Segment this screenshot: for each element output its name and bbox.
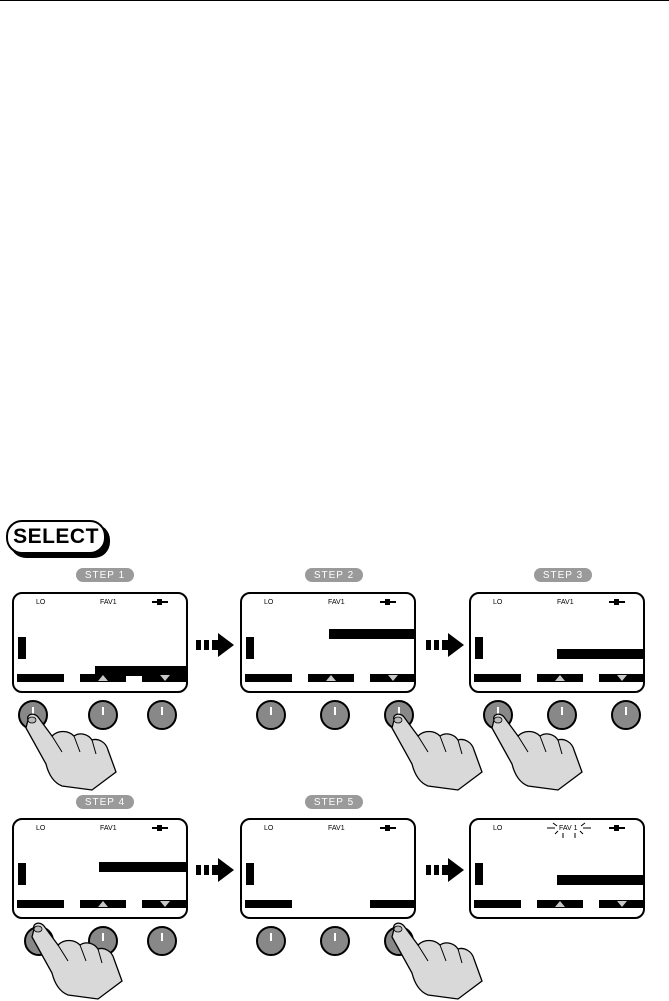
softkey-up [537, 900, 583, 908]
down-arrow-icon [617, 901, 627, 907]
step-3-pill: STEP 3 [534, 568, 592, 582]
screen-step-1: LO FAV1 [12, 592, 188, 693]
up-arrow-icon [98, 901, 108, 907]
highlight-bar [99, 862, 188, 872]
softkey-up [308, 674, 354, 682]
softkey-left [17, 674, 64, 682]
up-arrow-icon [555, 675, 565, 681]
cursor-block [18, 863, 26, 885]
pressing-hand-icon [22, 712, 118, 792]
down-arrow-icon [617, 675, 627, 681]
cursor-block [18, 637, 26, 659]
cursor-block [246, 637, 254, 659]
softkey-left [17, 900, 64, 908]
select-badge: SELECT [6, 520, 106, 554]
softkey-down [370, 674, 415, 682]
softkey-left [474, 674, 521, 682]
softkey-up [537, 674, 583, 682]
knob-3 [147, 700, 177, 730]
select-label: SELECT [13, 525, 99, 549]
step-2-pill: STEP 2 [305, 568, 363, 582]
signal-icon [152, 598, 168, 606]
fav-label: FAV1 [100, 825, 117, 833]
knob-1 [256, 926, 286, 956]
step-2-label: STEP 2 [314, 570, 354, 581]
pressing-hand-icon [388, 921, 484, 1001]
lo-label: LO [493, 599, 502, 607]
step-1-pill: STEP 1 [76, 568, 134, 582]
step-4-label: STEP 4 [85, 797, 125, 808]
softkey-down [599, 900, 644, 908]
pressing-hand-icon [28, 921, 124, 1001]
highlight-bar [557, 875, 645, 885]
fav-label: FAV1 [328, 599, 345, 607]
up-arrow-icon [326, 675, 336, 681]
cursor-block [475, 637, 483, 659]
highlight-bar [329, 629, 416, 639]
next-step-arrow-icon [426, 857, 466, 883]
lo-label: LO [264, 599, 273, 607]
softkey-up [80, 674, 126, 682]
screen-step-2: LO FAV1 [240, 592, 416, 693]
knob-2 [320, 926, 350, 956]
softkey-left [245, 900, 292, 908]
signal-icon [380, 824, 396, 832]
softkey-down [599, 674, 644, 682]
knob-3 [147, 926, 177, 956]
down-arrow-icon [160, 901, 170, 907]
screen-result: LO FAV 1 [469, 818, 645, 919]
fav-label: FAV1 [557, 599, 574, 607]
fav-blink-label: FAV 1 [559, 825, 578, 833]
fav-label: FAV1 [328, 825, 345, 833]
softkey-right [370, 900, 415, 908]
softkey-down [142, 900, 187, 908]
step-3-label: STEP 3 [543, 570, 583, 581]
signal-icon [152, 824, 168, 832]
screen-step-5: LO FAV1 [240, 818, 416, 919]
up-arrow-icon [555, 901, 565, 907]
up-arrow-icon [98, 675, 108, 681]
pressing-hand-icon [488, 712, 584, 792]
cursor-block [475, 863, 483, 885]
down-arrow-icon [388, 675, 398, 681]
next-step-arrow-icon [196, 857, 236, 883]
top-rule [0, 0, 669, 1]
step-4-pill: STEP 4 [76, 795, 134, 809]
signal-icon [609, 824, 625, 832]
lo-label: LO [36, 599, 45, 607]
lo-label: LO [493, 825, 502, 833]
step-5-label: STEP 5 [314, 797, 354, 808]
pressing-hand-icon [388, 712, 484, 792]
cursor-block [246, 863, 254, 885]
lo-label: LO [264, 825, 273, 833]
screen-step-4: LO FAV1 [12, 818, 188, 919]
softkey-up [80, 900, 126, 908]
fav-label: FAV1 [100, 599, 117, 607]
softkey-left [245, 674, 292, 682]
highlight-bar [557, 649, 645, 659]
step-1-label: STEP 1 [85, 570, 125, 581]
signal-icon [380, 598, 396, 606]
signal-icon [609, 598, 625, 606]
step-5-pill: STEP 5 [305, 795, 363, 809]
down-arrow-icon [160, 675, 170, 681]
softkey-left [474, 900, 521, 908]
screen-step-3: LO FAV1 [469, 592, 645, 693]
next-step-arrow-icon [426, 632, 466, 658]
lo-label: LO [36, 825, 45, 833]
knob-2 [320, 700, 350, 730]
knob-3 [611, 700, 641, 730]
knob-1 [256, 700, 286, 730]
softkey-down [142, 674, 187, 682]
next-step-arrow-icon [196, 632, 236, 658]
